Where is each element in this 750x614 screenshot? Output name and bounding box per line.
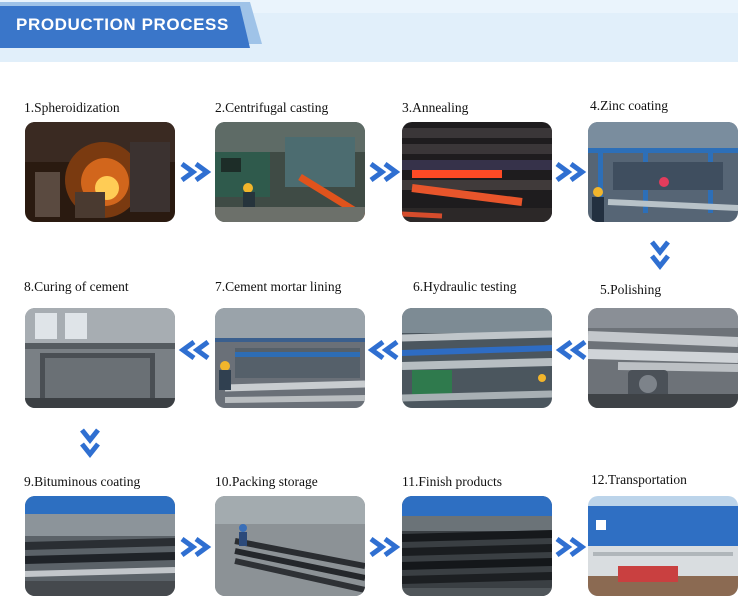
photo-finish-products bbox=[402, 496, 552, 596]
step-label-9: 9.Bituminous coating bbox=[24, 474, 141, 489]
double-chevron-icon-2 bbox=[369, 162, 401, 182]
double-chevron-icon-3 bbox=[555, 162, 587, 182]
photo-spheroidization bbox=[25, 122, 175, 222]
step-label-5: 5.Polishing bbox=[600, 282, 662, 297]
double-chevron-icon-5 bbox=[369, 537, 401, 557]
header-tab bbox=[0, 6, 250, 48]
step-label-2: 2.Centrifugal casting bbox=[215, 100, 329, 115]
double-chevron-left-icon-3 bbox=[178, 340, 210, 360]
photo-transportation bbox=[588, 496, 738, 596]
double-chevron-left-icon-1 bbox=[555, 340, 587, 360]
step-label-12: 12.Transportation bbox=[591, 472, 687, 487]
step-label-3: 3.Annealing bbox=[402, 100, 469, 115]
photo-annealing bbox=[402, 122, 552, 222]
photo-polishing bbox=[588, 308, 738, 408]
photo-cement-mortar-lining bbox=[215, 308, 365, 408]
step-label-8: 8.Curing of cement bbox=[24, 279, 129, 294]
photo-hydraulic-testing bbox=[402, 308, 552, 408]
step-label-6: 6.Hydraulic testing bbox=[413, 279, 517, 294]
page-title: PRODUCTION PROCESS bbox=[16, 15, 229, 34]
double-chevron-icon-6 bbox=[555, 537, 587, 557]
step-label-1: 1.Spheroidization bbox=[24, 100, 120, 115]
photo-centrifugal-casting bbox=[215, 122, 365, 222]
photo-packing-storage bbox=[215, 496, 365, 596]
step-label-11: 11.Finish products bbox=[402, 474, 503, 489]
double-chevron-left-icon-2 bbox=[367, 340, 399, 360]
photo-curing-of-cement bbox=[25, 308, 175, 408]
step-label-7: 7.Cement mortar lining bbox=[215, 279, 342, 294]
double-chevron-down-icon-1 bbox=[650, 240, 670, 271]
photo-zinc-coating bbox=[588, 122, 738, 222]
double-chevron-icon-4 bbox=[180, 537, 212, 557]
photo-bituminous-coating bbox=[25, 496, 175, 596]
double-chevron-down-icon-2 bbox=[80, 428, 100, 459]
step-label-10: 10.Packing storage bbox=[215, 474, 318, 489]
double-chevron-icon-1 bbox=[180, 162, 212, 182]
step-label-4: 4.Zinc coating bbox=[590, 98, 668, 113]
